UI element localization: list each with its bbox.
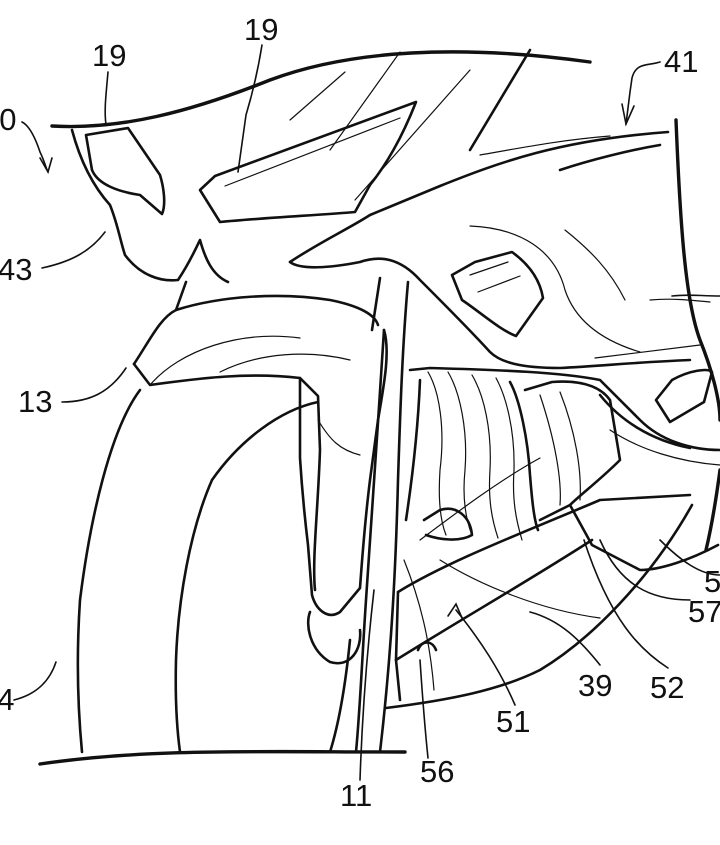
front-wheel	[38, 388, 407, 766]
ref-11: 11	[340, 778, 372, 813]
ref-10: 10	[0, 102, 16, 137]
lower-cowl	[384, 457, 720, 710]
ref-14: 14	[0, 682, 14, 717]
ref-19-left: 19	[92, 38, 126, 73]
leader-lines	[13, 44, 720, 781]
ref-56: 56	[420, 754, 454, 789]
reference-numerals: 19 19 41 10 43 13 14 11 56 51 39 52 57 5…	[0, 12, 720, 813]
ref-13: 13	[18, 384, 52, 419]
ref-52: 52	[650, 670, 684, 705]
front-fender	[132, 280, 380, 592]
upper-cowl	[50, 48, 592, 284]
left-light-opening	[84, 126, 166, 216]
side-cowl	[288, 118, 720, 552]
side-vent	[450, 250, 714, 424]
ref-43: 43	[0, 252, 32, 287]
ref-41: 41	[664, 44, 698, 79]
ref-58: 58	[704, 564, 720, 599]
radiator-grille	[404, 366, 720, 541]
right-light-opening	[198, 100, 418, 224]
front-fork	[298, 276, 410, 754]
ref-19-right: 19	[244, 12, 278, 47]
ref-51: 51	[496, 704, 530, 739]
ref-57: 57	[688, 594, 720, 629]
ref-39: 39	[578, 668, 612, 703]
